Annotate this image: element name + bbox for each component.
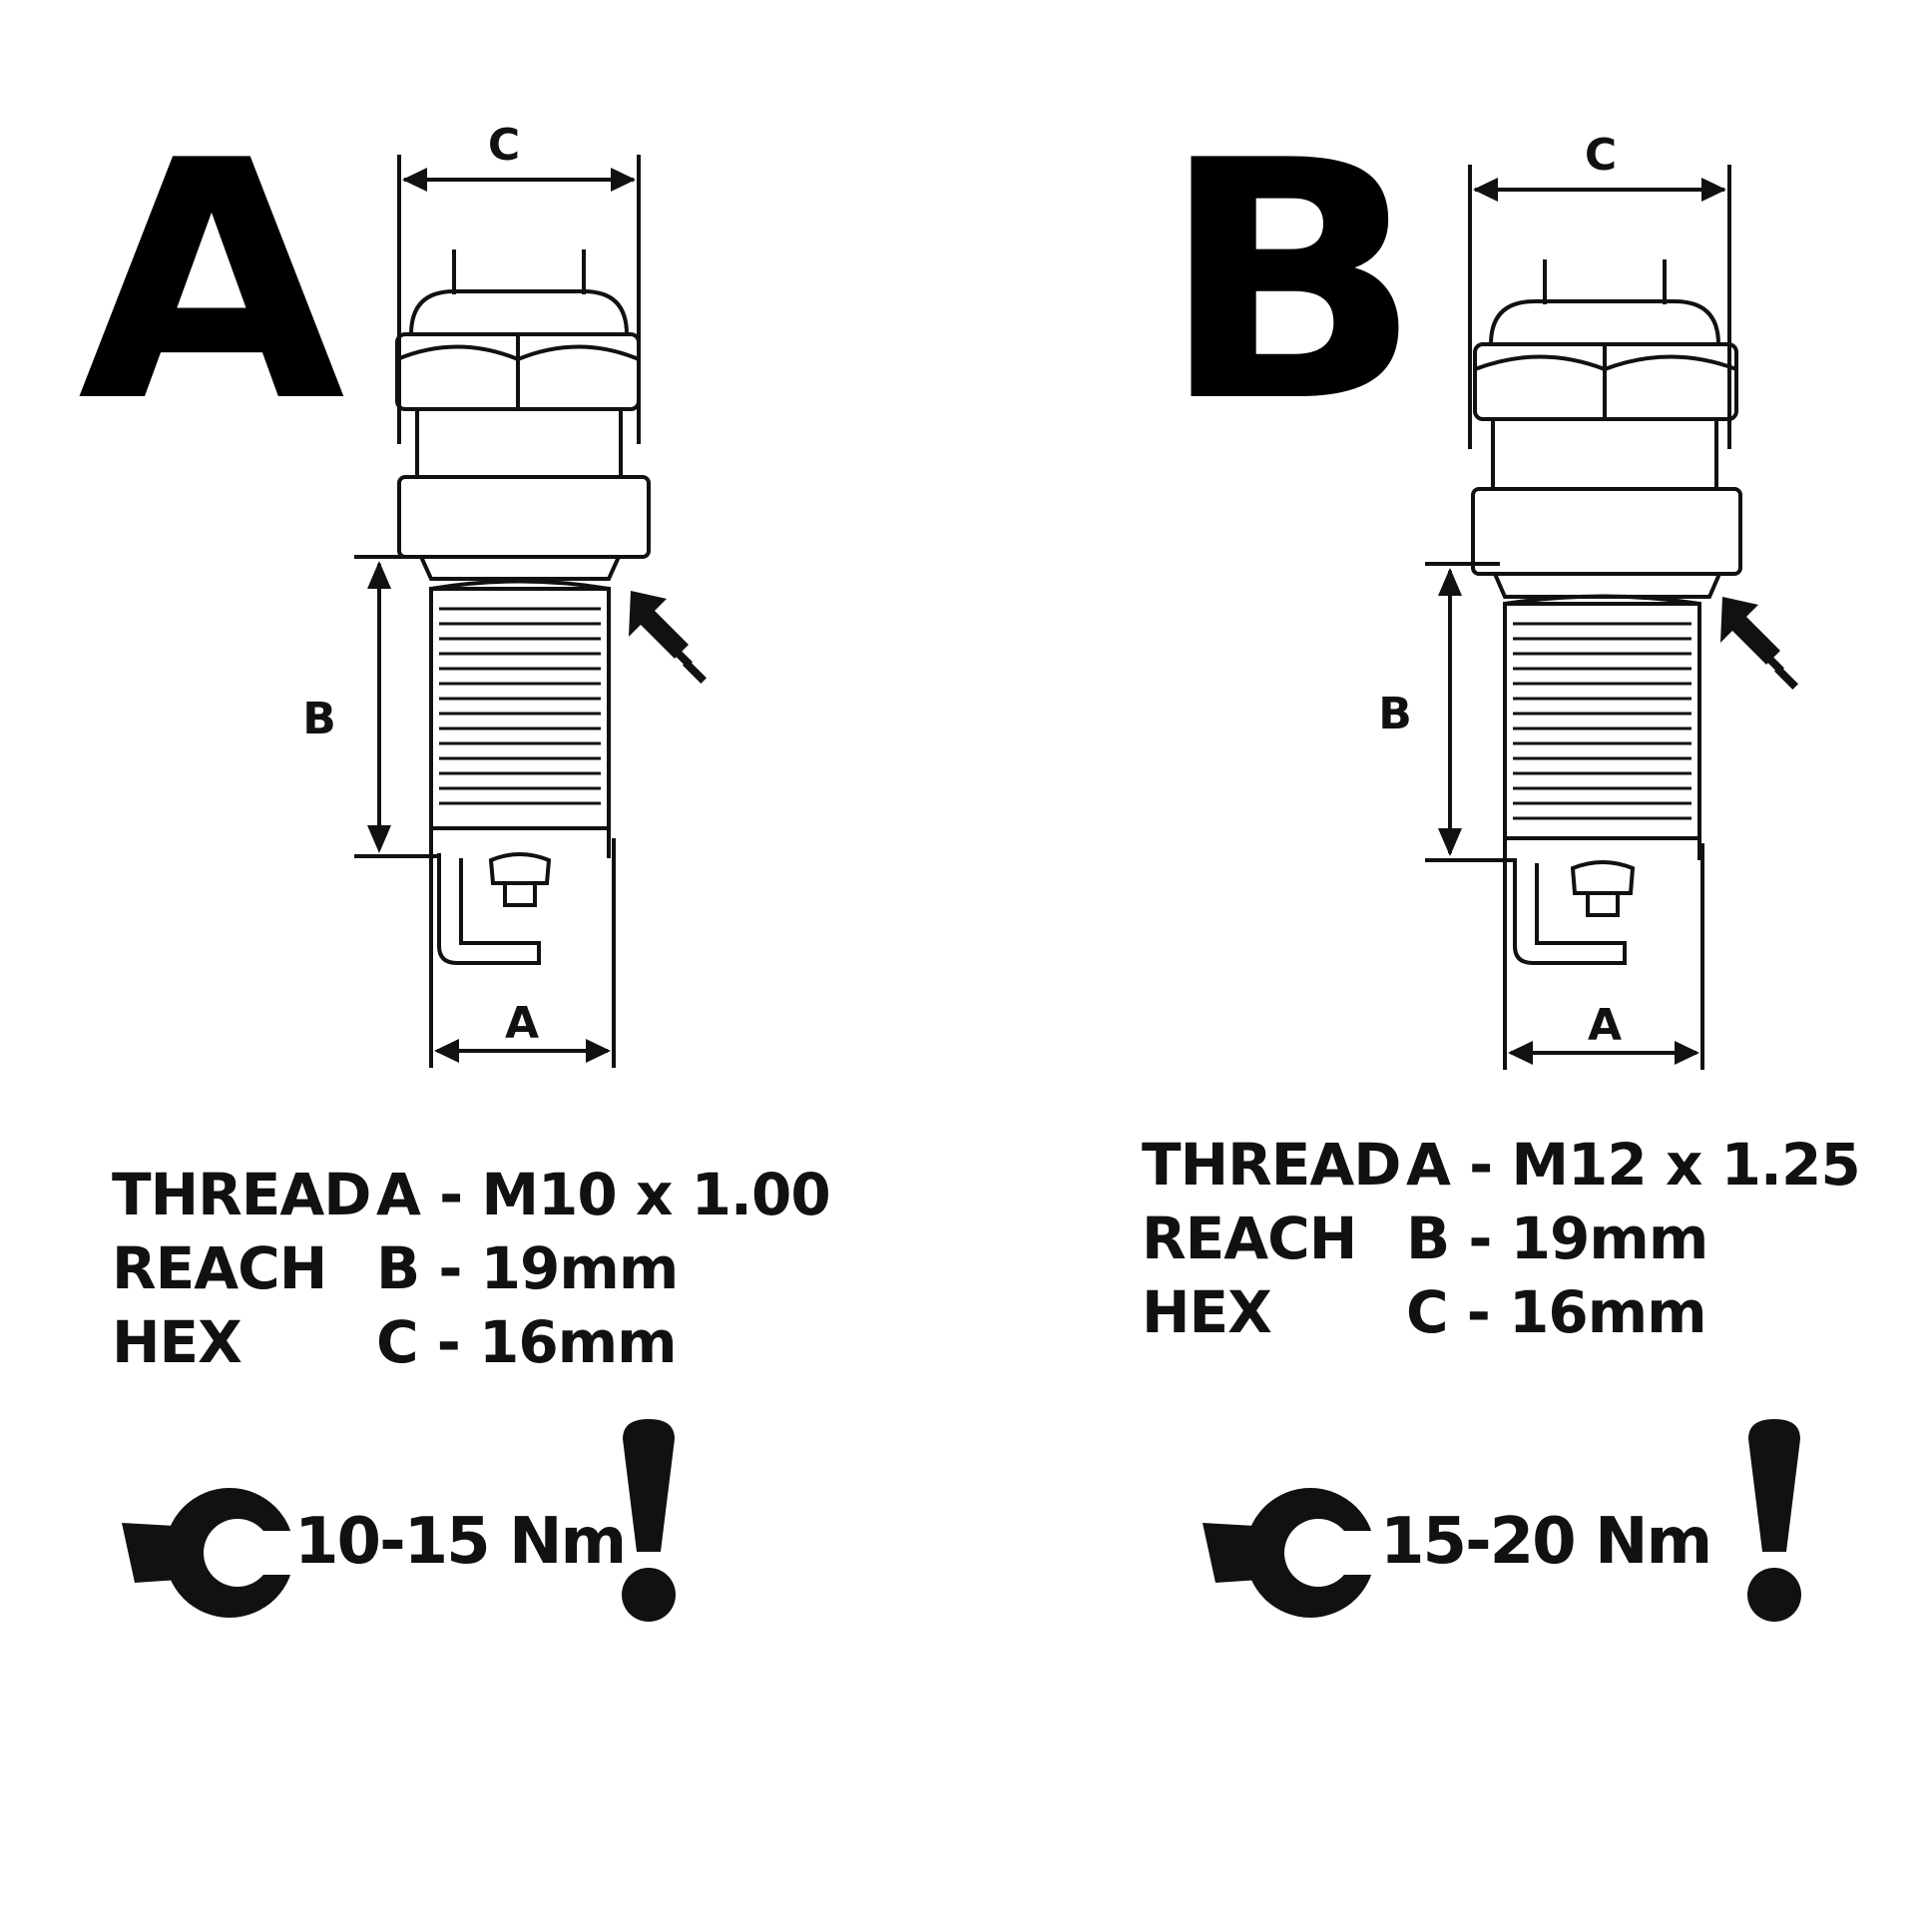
wrench-icon (122, 1488, 299, 1618)
spark-plug-diagram: C B A (1378, 130, 1799, 1070)
dim-a-label: A (505, 998, 539, 1049)
spec-label: HEX (112, 1308, 242, 1376)
spec-row-hex: HEX C - 16mm (112, 1305, 830, 1379)
terminal-cap (408, 289, 630, 336)
dim-c-label: C (488, 120, 520, 171)
spec-row-reach: REACH B - 19mm (112, 1231, 830, 1305)
gasket (417, 555, 623, 581)
dim-b-label: B (1378, 689, 1412, 739)
spec-row-thread: THREAD A - M12 x 1.25 (1142, 1128, 1861, 1202)
panel-a: A (77, 91, 831, 1622)
spec-row-hex: HEX C - 16mm (1142, 1275, 1860, 1349)
wrench-icon (1203, 1488, 1380, 1618)
hex-flange (397, 475, 651, 559)
arrow-icon (629, 591, 708, 685)
spec-label: HEX (1142, 1278, 1272, 1346)
dim-b-label: B (302, 694, 336, 744)
arrow-icon (1720, 597, 1799, 691)
spec-label: REACH (1142, 1205, 1357, 1272)
panel-letter: A (77, 91, 345, 474)
spec-row-reach: REACH B - 19mm (1142, 1202, 1860, 1275)
torque-value: 15-20 Nm (1380, 1505, 1712, 1579)
dim-a-label: A (1588, 1000, 1622, 1051)
ground-electrode (437, 853, 541, 965)
dim-c-label: C (1585, 130, 1617, 181)
spec-value: B - 19mm (376, 1234, 679, 1302)
spec-table: THREAD A - M12 x 1.25 REACH B - 19mm HEX… (1142, 1128, 1861, 1349)
panel-b: B (966, 0, 1932, 1932)
spec-label: THREAD (1142, 1131, 1401, 1199)
spec-value: A - M10 x 1.00 (376, 1161, 831, 1228)
spec-row-thread: THREAD A - M10 x 1.00 (112, 1158, 831, 1231)
spec-table: THREAD A - M10 x 1.00 REACH B - 19mm HEX… (112, 1158, 831, 1379)
torque-value: 10-15 Nm (294, 1505, 627, 1579)
spec-label: THREAD (112, 1161, 371, 1228)
panel-letter: B (1159, 91, 1423, 474)
spec-label: REACH (112, 1234, 327, 1302)
spec-value: B - 19mm (1406, 1205, 1708, 1272)
thread-body (429, 587, 611, 830)
exclamation-icon (622, 1419, 676, 1622)
spec-value: C - 16mm (1406, 1278, 1707, 1346)
exclamation-icon (1747, 1419, 1801, 1622)
spark-plug-diagram: C B A (302, 120, 708, 1068)
spec-value: A - M12 x 1.25 (1406, 1131, 1861, 1199)
insulator-tip (488, 852, 552, 885)
spec-value: C - 16mm (376, 1308, 678, 1376)
